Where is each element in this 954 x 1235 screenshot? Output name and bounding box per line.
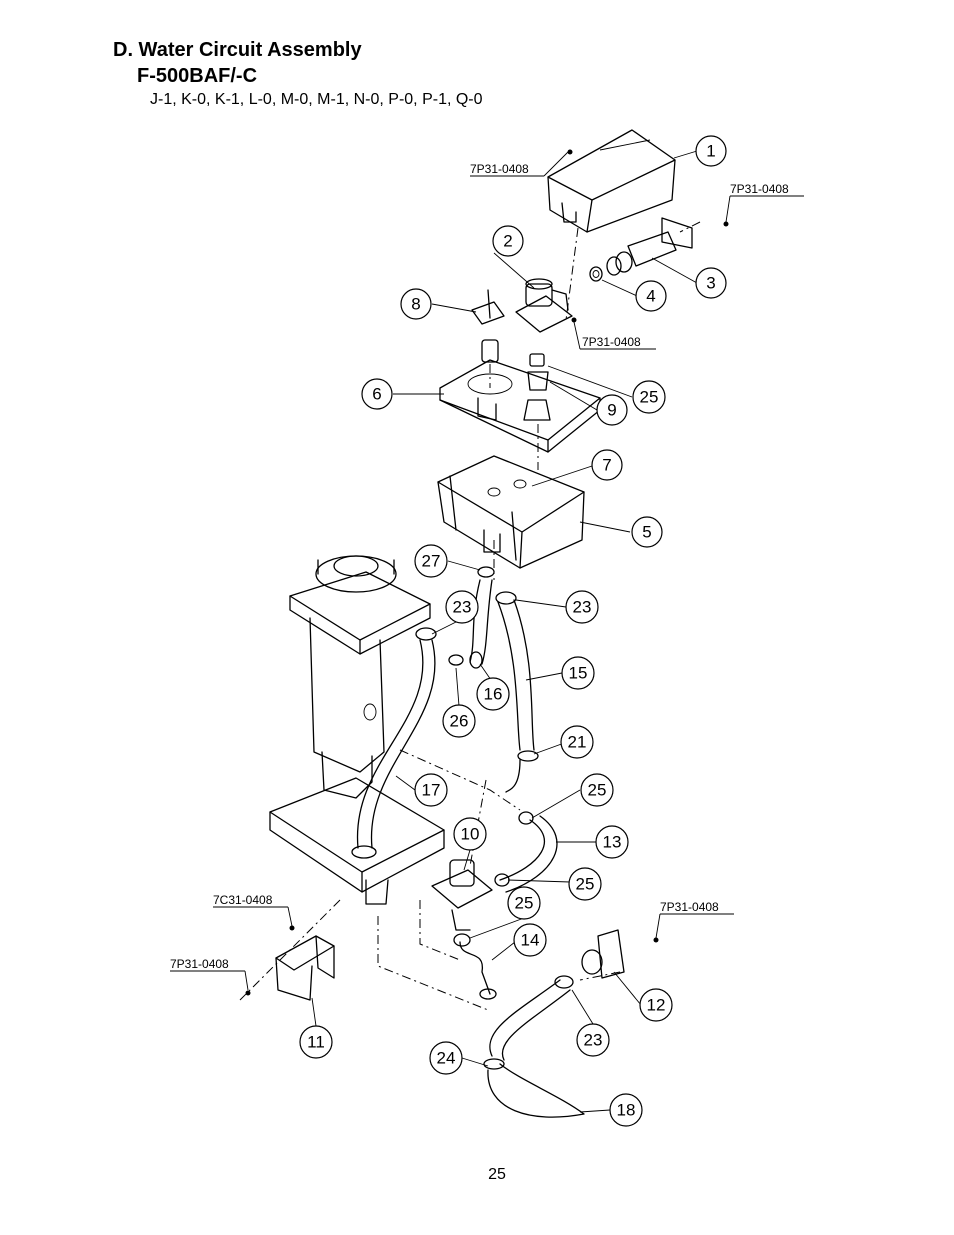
svg-text:6: 6 bbox=[372, 385, 381, 404]
callout-14: 14 bbox=[513, 923, 547, 957]
callout-15: 15 bbox=[561, 656, 595, 690]
callout-17: 17 bbox=[414, 773, 448, 807]
callout-27: 27 bbox=[414, 544, 448, 578]
svg-text:12: 12 bbox=[647, 996, 666, 1015]
svg-text:23: 23 bbox=[584, 1031, 603, 1050]
page-title: D. Water Circuit Assembly bbox=[113, 39, 362, 61]
svg-text:18: 18 bbox=[617, 1101, 636, 1120]
callout-23-a: 23 bbox=[445, 590, 479, 624]
callout-8: 8 bbox=[400, 288, 432, 320]
callout-13: 13 bbox=[595, 825, 629, 859]
callout-9: 9 bbox=[596, 394, 628, 426]
ref-label-valve: 7P31-0408 bbox=[571, 317, 656, 350]
svg-text:21: 21 bbox=[568, 733, 587, 752]
ref-label-top-left: 7P31-0408 bbox=[470, 149, 573, 177]
ref-label-text: 7P31-0408 bbox=[470, 162, 529, 176]
callout-2: 2 bbox=[492, 225, 524, 257]
reference-labels: 7P31-0408 7P31-0408 7P31-0408 7C31-0408 … bbox=[170, 149, 804, 996]
ref-label-text: 7P31-0408 bbox=[582, 335, 641, 349]
callout-25-d: 25 bbox=[507, 886, 541, 920]
svg-text:15: 15 bbox=[569, 664, 588, 683]
ref-label-left-upper: 7C31-0408 bbox=[213, 893, 295, 931]
solenoid-valve-part bbox=[515, 278, 573, 333]
hose-lines bbox=[356, 579, 585, 1118]
callout-23-c: 23 bbox=[576, 1023, 610, 1057]
svg-text:23: 23 bbox=[573, 598, 592, 617]
svg-text:3: 3 bbox=[706, 274, 715, 293]
svg-text:5: 5 bbox=[642, 523, 651, 542]
drain-valve-part bbox=[431, 859, 493, 931]
callout-21: 21 bbox=[560, 725, 594, 759]
callout-25-a: 25 bbox=[632, 380, 666, 414]
bracket-part bbox=[275, 935, 335, 1001]
svg-text:16: 16 bbox=[484, 685, 503, 704]
ref-label-left-lower: 7P31-0408 bbox=[170, 957, 251, 996]
callout-3: 3 bbox=[695, 267, 727, 299]
svg-text:13: 13 bbox=[603, 833, 622, 852]
svg-text:23: 23 bbox=[453, 598, 472, 617]
svg-text:7: 7 bbox=[602, 456, 611, 475]
callout-11: 11 bbox=[299, 1025, 333, 1059]
callout-leaders bbox=[311, 150, 698, 1113]
ref-label-text: 7P31-0408 bbox=[660, 900, 719, 914]
svg-text:2: 2 bbox=[503, 232, 512, 251]
evaporator-assembly-part bbox=[289, 555, 431, 799]
callout-6: 6 bbox=[361, 378, 393, 410]
callout-25-b: 25 bbox=[580, 773, 614, 807]
callout-7: 7 bbox=[591, 449, 623, 481]
page-number: 25 bbox=[488, 1166, 506, 1183]
model-variants: J-1, K-0, K-1, L-0, M-0, M-1, N-0, P-0, … bbox=[150, 91, 483, 108]
callout-24: 24 bbox=[429, 1041, 463, 1075]
svg-text:17: 17 bbox=[422, 781, 441, 800]
nozzle-part bbox=[523, 353, 551, 421]
svg-text:25: 25 bbox=[576, 875, 595, 894]
callout-23-b: 23 bbox=[565, 590, 599, 624]
ref-label-right: 7P31-0408 bbox=[653, 900, 734, 943]
ref-label-text: 7C31-0408 bbox=[213, 893, 273, 907]
drain-fitting-part bbox=[581, 929, 625, 979]
svg-text:25: 25 bbox=[640, 388, 659, 407]
callout-5: 5 bbox=[631, 516, 663, 548]
control-box-part bbox=[547, 129, 676, 233]
svg-text:25: 25 bbox=[515, 894, 534, 913]
svg-text:11: 11 bbox=[307, 1033, 325, 1052]
callout-10: 10 bbox=[453, 817, 487, 851]
drain-pan-part bbox=[269, 777, 445, 905]
svg-text:26: 26 bbox=[450, 712, 469, 731]
svg-text:14: 14 bbox=[521, 931, 540, 950]
svg-text:8: 8 bbox=[411, 295, 420, 314]
callout-1: 1 bbox=[695, 135, 727, 167]
svg-text:1: 1 bbox=[706, 142, 715, 161]
ref-label-text: 7P31-0408 bbox=[170, 957, 229, 971]
callout-26: 26 bbox=[442, 704, 476, 738]
svg-text:4: 4 bbox=[646, 287, 655, 306]
callout-25-c: 25 bbox=[568, 867, 602, 901]
svg-text:27: 27 bbox=[422, 552, 441, 571]
reservoir-part bbox=[437, 455, 585, 569]
ref-label-top-right: 7P31-0408 bbox=[723, 182, 804, 227]
callout-18: 18 bbox=[609, 1093, 643, 1127]
model-number: F-500BAF/-C bbox=[137, 65, 258, 87]
float-switch-part bbox=[471, 289, 505, 363]
svg-text:24: 24 bbox=[437, 1049, 456, 1068]
callout-4: 4 bbox=[635, 280, 667, 312]
callout-16: 16 bbox=[476, 677, 510, 711]
water-inlet-fitting-part bbox=[589, 217, 693, 282]
hose-clamps bbox=[351, 566, 574, 1070]
svg-text:25: 25 bbox=[588, 781, 607, 800]
reservoir-cover-part bbox=[439, 359, 601, 453]
svg-text:10: 10 bbox=[461, 825, 480, 844]
callout-12: 12 bbox=[639, 988, 673, 1022]
ref-label-text: 7P31-0408 bbox=[730, 182, 789, 196]
svg-text:9: 9 bbox=[607, 401, 616, 420]
